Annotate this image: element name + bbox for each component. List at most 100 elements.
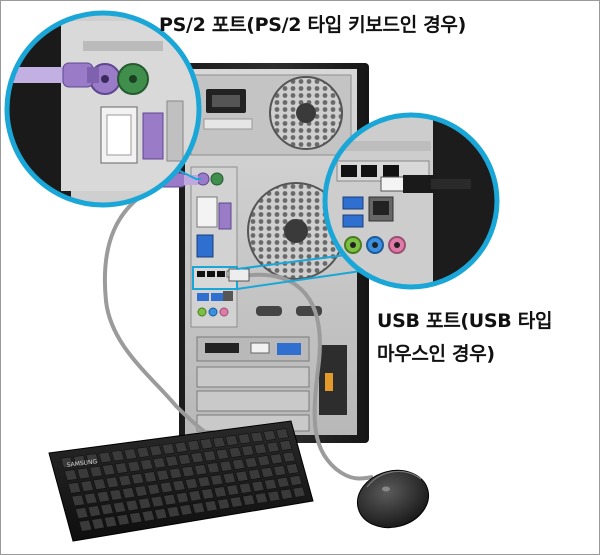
keyboard-key	[266, 441, 280, 453]
keyboard-key	[75, 507, 89, 519]
psu-fan-icon	[269, 76, 343, 150]
keyboard-brand: SAMSUNG	[66, 458, 98, 469]
keyboard-key	[67, 481, 82, 494]
keyboard-key	[276, 476, 290, 488]
keyboard-key	[125, 499, 139, 512]
keyboard-key	[213, 486, 227, 498]
keyboard-key	[143, 471, 157, 483]
keyboard-key	[244, 456, 258, 469]
keyboard-key	[253, 443, 267, 455]
keyboard-key	[187, 439, 201, 452]
keyboard-key	[80, 480, 94, 492]
keyboard-key	[226, 484, 240, 496]
usb-port-label-line1: USB 포트(USB 타입	[377, 310, 553, 332]
keyboard-key	[123, 448, 138, 460]
keyboard-key	[91, 517, 105, 530]
keyboard-key	[241, 445, 255, 457]
keyboard-key	[263, 429, 277, 441]
keyboard-key	[121, 487, 136, 499]
keyboard-key	[150, 495, 164, 508]
keyboard-key	[154, 508, 168, 520]
keyboard-key	[73, 455, 87, 467]
keyboard-key	[250, 431, 264, 443]
usb-port-label-line2: 마우스인 경우)	[377, 343, 495, 365]
keyboard-key	[84, 492, 98, 505]
keyboard-key	[235, 470, 249, 482]
mouse-cable	[236, 272, 374, 481]
keyboard-key	[161, 443, 176, 455]
keyboard-key	[206, 462, 220, 474]
keyboard-key	[194, 464, 208, 476]
keyboard-key	[163, 493, 177, 506]
keyboard-key	[188, 490, 202, 502]
keyboard-key	[210, 474, 224, 486]
keyboard-key	[267, 490, 281, 502]
ps2-port-label: PS/2 포트(PS/2 타입 키보드인 경우)	[159, 14, 466, 36]
keyboard-key	[85, 453, 100, 465]
usb-connector-icon	[228, 268, 250, 282]
keyboard-key	[181, 465, 195, 478]
keyboard-key	[165, 455, 179, 467]
keyboard-key	[71, 494, 85, 507]
keyboard-key	[118, 474, 132, 487]
keyboard-key	[275, 428, 289, 440]
keyboard-key	[152, 457, 166, 469]
keyboard-key	[222, 472, 236, 484]
keyboard-key	[127, 460, 141, 473]
keyboard-key	[190, 452, 204, 464]
keyboard-key	[102, 464, 116, 476]
keyboard-key	[177, 453, 192, 466]
keyboard-key	[199, 438, 214, 450]
keyboard-key	[228, 446, 242, 458]
keyboard-key	[105, 476, 120, 489]
keyboard-key	[203, 450, 217, 462]
keyboard-key	[134, 485, 148, 497]
keyboard-key	[114, 462, 129, 474]
keyboard-key	[279, 488, 294, 500]
keyboard-key	[166, 506, 181, 518]
keyboard-key	[257, 455, 271, 467]
keyboard-key	[93, 478, 107, 490]
keyboard-cable	[102, 179, 208, 435]
keyboard-key	[89, 465, 103, 478]
keyboard-key	[159, 481, 173, 494]
keyboard-key	[168, 467, 183, 480]
keyboard-key	[251, 480, 265, 492]
keyboard-key	[100, 503, 114, 516]
keyboard-key	[254, 492, 268, 504]
keyboard-key	[279, 439, 293, 451]
keyboard-key	[197, 476, 211, 488]
keyboard-key	[111, 449, 125, 462]
keyboard-key	[141, 510, 155, 522]
keyboard-key	[231, 458, 246, 470]
keyboard-key	[149, 444, 163, 457]
keyboard-key	[217, 498, 231, 510]
pc-tower	[179, 63, 369, 443]
mouse-icon	[356, 469, 430, 529]
keyboard-key	[269, 453, 283, 465]
keyboard-key	[130, 472, 145, 485]
keyboard-key	[247, 468, 262, 480]
keyboard-key	[116, 513, 130, 526]
keyboard-key	[174, 441, 188, 453]
keyboard-key	[179, 504, 193, 516]
keyboard-key	[98, 451, 112, 464]
keyboard-key	[238, 482, 252, 494]
keyboard-key	[172, 479, 186, 492]
keyboard-key	[260, 466, 274, 479]
keyboard-key	[109, 489, 123, 501]
keyboard-key	[147, 483, 161, 496]
keyboard-key	[136, 446, 150, 459]
keyboard-key	[191, 502, 206, 514]
keyboard-key	[87, 505, 102, 518]
keyboard-key	[229, 496, 243, 508]
keyboard-key	[96, 490, 111, 503]
keyboard-icon: SAMSUNG	[48, 420, 314, 542]
case-fan-icon	[247, 182, 345, 280]
keyboard-key	[263, 478, 278, 490]
keyboard-key	[112, 501, 127, 514]
keyboard-key	[289, 474, 303, 487]
keyboard-key	[292, 486, 306, 498]
